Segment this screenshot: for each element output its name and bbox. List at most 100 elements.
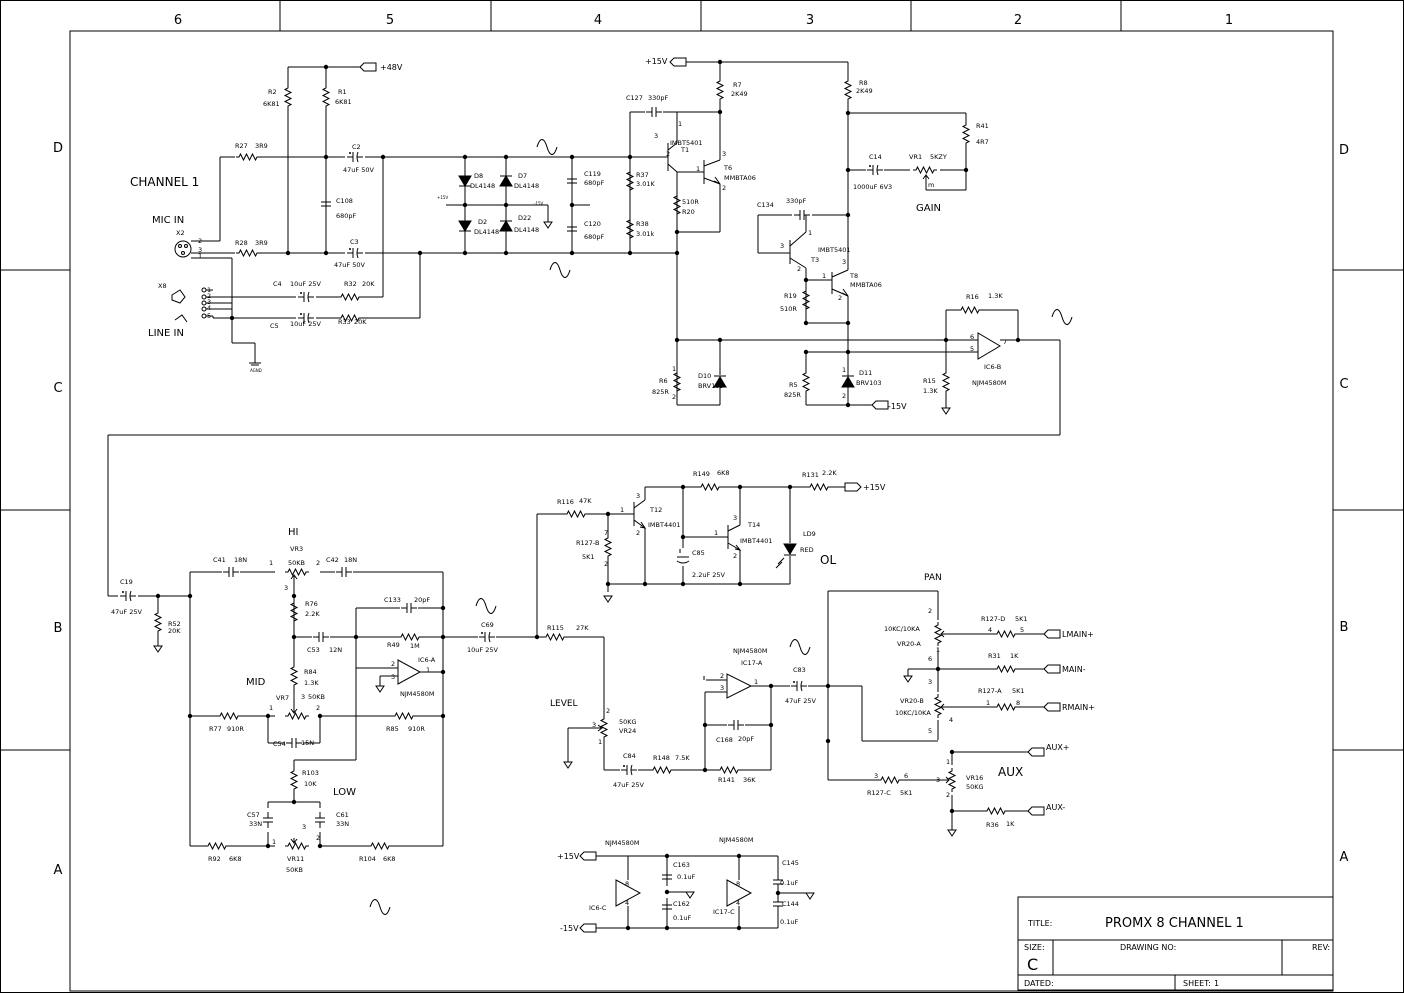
label-vr11: VR11 — [287, 855, 304, 863]
potentiometer-vr1 — [912, 166, 938, 174]
opamp-ic6a — [397, 659, 422, 685]
resistor-r127c — [877, 776, 903, 784]
label-r28: R28 — [235, 239, 248, 247]
label-d8-value: DL4148 — [470, 182, 495, 190]
svg-text:1: 1 — [946, 758, 950, 766]
resistor-r116 — [563, 510, 589, 518]
label-r6: R6 — [659, 377, 668, 385]
xlr-connector-x2 — [174, 240, 192, 258]
potentiometer-vr3 — [284, 568, 310, 576]
label-ic6a-value: NJM4580M — [400, 690, 435, 698]
net-48v-text: +48V — [380, 63, 403, 72]
resistor-r1 — [322, 84, 330, 110]
svg-text:1: 1 — [808, 229, 812, 237]
label-t1: T1 — [680, 146, 689, 154]
svg-text:3: 3 — [301, 693, 305, 701]
capacitor-c127 — [645, 106, 663, 118]
svg-text:1: 1 — [620, 506, 624, 514]
diode-d11 — [841, 375, 855, 388]
eq-wires — [108, 571, 543, 847]
label-ic17a-value: NJM4580M — [733, 647, 768, 655]
label-vr16-value: 50KG — [966, 783, 984, 791]
transistor-t12 — [626, 499, 647, 529]
label-t1-value: IMBT5401 — [670, 139, 703, 147]
label-t6-value: MMBTA06 — [724, 174, 756, 182]
transistor-t14 — [722, 524, 742, 551]
svg-text:1: 1 — [696, 165, 700, 173]
label-r76: R76 — [305, 600, 318, 608]
potentiometer-vr20b — [934, 693, 942, 719]
drawing-no-label: DRAWING NO: — [1120, 943, 1176, 952]
opamp-ic6b — [977, 332, 1001, 360]
diode-d22 — [499, 220, 513, 232]
label-c69: C69 — [481, 621, 494, 629]
svg-text:2: 2 — [666, 150, 670, 158]
sine-wave-icon — [1051, 309, 1073, 325]
label-c119-value: 680pF — [584, 179, 605, 187]
label-vr11-value: 50KB — [286, 866, 303, 874]
resistor-r8 — [844, 77, 852, 103]
label-r38-value: 3.01k — [636, 230, 654, 238]
label-ic6b: IC6-B — [984, 363, 1001, 371]
label-c5: C5 — [270, 322, 279, 330]
net-label-aux-minus — [1027, 806, 1045, 816]
label-r127c-value: 5K1 — [900, 789, 913, 797]
svg-text:2: 2 — [842, 392, 846, 400]
label-r131: R131 — [802, 471, 819, 479]
net-15v-small-text: +15V — [437, 195, 448, 200]
label-c127-value: 330pF — [648, 94, 669, 102]
row-label: D — [1339, 143, 1349, 158]
label-r141-value: 36K — [743, 776, 756, 784]
ground-symbol — [153, 645, 163, 653]
label-c5-value: 10uF 25V — [290, 320, 321, 328]
label-r85-value: 910R — [408, 725, 425, 733]
label-t8-value: MMBTA06 — [850, 281, 882, 289]
zone-labels: 6 5 4 3 2 1 D C B A D C B A — [53, 13, 1349, 878]
capacitor-c2 — [346, 151, 364, 163]
label-c133-value: 20pF — [414, 596, 430, 604]
label-c4: C4 — [273, 280, 282, 288]
label-r33-value: 20K — [354, 318, 367, 326]
label-r5: R5 — [789, 381, 798, 389]
label-c54: C54 — [273, 740, 286, 748]
label-c108-value: 680pF — [336, 212, 357, 220]
resistor-r32 — [337, 293, 363, 301]
label-d10: D10 — [698, 372, 711, 380]
net-lmain-text: LMAIN+ — [1062, 630, 1094, 639]
component-labels: R2 6K81 R1 6K81 R27 3R9 R28 3R9 C2 47uF … — [111, 79, 1028, 926]
svg-text:2: 2 — [928, 607, 932, 615]
label-c3-value: 47uF 50V — [334, 261, 365, 269]
net-label-15v-ol — [844, 482, 862, 492]
mid-label: MID — [246, 677, 266, 688]
label-c41-value: 18N — [234, 556, 247, 564]
mic-preamp-components — [171, 57, 1001, 415]
svg-text:6: 6 — [904, 772, 908, 780]
ground-symbol — [375, 685, 385, 693]
ground-symbol — [941, 407, 951, 415]
label-c42-value: 18N — [344, 556, 357, 564]
opamp-ic17c — [726, 879, 753, 907]
label-c163: C163 — [673, 861, 690, 869]
jack-connector-x8 — [171, 289, 186, 304]
column-label: 4 — [594, 13, 602, 28]
svg-text:4: 4 — [949, 716, 953, 724]
svg-text:7: 7 — [604, 529, 608, 537]
label-r2: R2 — [268, 88, 277, 96]
label-r41-value: 4R7 — [976, 138, 989, 146]
svg-text:3: 3 — [391, 673, 395, 681]
svg-text:6: 6 — [970, 333, 974, 341]
capacitor-c134 — [793, 209, 811, 221]
capacitor-c19 — [119, 590, 137, 602]
svg-text:2: 2 — [198, 237, 202, 245]
diode-d2 — [458, 220, 472, 232]
sheet-value: 1 — [1214, 979, 1219, 988]
net-aux-plus-text: AUX+ — [1046, 743, 1070, 752]
svg-text:1: 1 — [986, 699, 990, 707]
net-main-minus-text: MAIN- — [1062, 665, 1086, 674]
capacitor-c53 — [312, 631, 330, 643]
label-c168: C168 — [716, 736, 733, 744]
pan-label: PAN — [924, 573, 942, 583]
svg-text:3: 3 — [636, 492, 640, 500]
label-r7-value: 2K49 — [731, 90, 748, 98]
